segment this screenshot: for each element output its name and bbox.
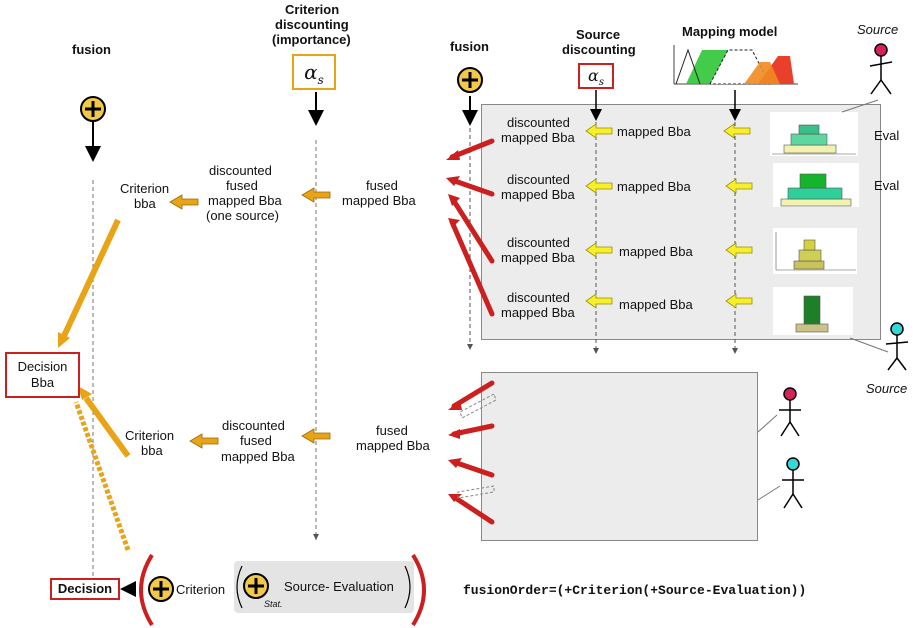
upper-criterion-bba-1: Criterion [120, 181, 170, 196]
lower-fused-mapped-2: mapped Bba [356, 438, 430, 453]
row1-discounted-2: mapped Bba [501, 130, 575, 145]
decision-bba-box: Decision Bba [5, 352, 80, 398]
fusion-order-text: fusionOrder=(+Criterion(+Source-Evaluati… [463, 583, 807, 598]
row4-discounted-1: discounted [507, 290, 570, 305]
fusion-right-plus-icon [457, 67, 483, 93]
upper-criterion-bba-2: bba [134, 196, 156, 211]
decision-label: Decision [57, 581, 113, 596]
row4-mapped: mapped Bba [619, 297, 693, 312]
lower-discounted-fused-1: discounted [222, 418, 285, 433]
fusion-left-plus-icon [80, 96, 106, 122]
upper-fused-mapped-1: fused [366, 178, 398, 193]
row3-discounted-1: discounted [507, 235, 570, 250]
fusion-right-label: fusion [450, 39, 489, 54]
formula-plus-icon-2 [243, 573, 269, 599]
source-discounting-line-2: discounting [562, 42, 636, 57]
row3-mapped: mapped Bba [619, 244, 693, 259]
eval-shape-4 [795, 295, 829, 333]
decision-bba-line-2: Bba [30, 375, 55, 390]
row4-discounted-2: mapped Bba [501, 305, 575, 320]
eval-shape-2 [780, 173, 852, 207]
row1-mapped: mapped Bba [617, 124, 691, 139]
upper-discounted-fused-1: discounted [209, 163, 272, 178]
source-label-right: Source [866, 381, 908, 396]
source-figure-lower-2 [782, 457, 804, 509]
row2-eval: Eval [874, 178, 900, 193]
mapping-model-chart [672, 45, 800, 85]
source-figure-lower-1 [779, 387, 801, 437]
criterion-discounting-line-1: Criterion [285, 2, 340, 17]
decision-box: Decision [50, 578, 120, 600]
formula-plus-icon-1 [148, 576, 174, 602]
source-figure-right [885, 322, 909, 371]
eval-shape-1 [772, 124, 856, 155]
source-discounting-line-1: Source [576, 27, 621, 42]
criterion-alpha-box: αs [292, 54, 336, 90]
criterion-discounting-line-3: (importance) [272, 32, 351, 47]
upper-discounted-fused-3: mapped Bba [208, 193, 282, 208]
lower-criterion-bba-1: Criterion [125, 428, 175, 443]
lower-fused-mapped-1: fused [376, 423, 408, 438]
formula-stat: Stat. [264, 599, 283, 609]
source-alpha-box: αs [578, 63, 614, 89]
eval-shape-3 [775, 232, 856, 271]
lower-criterion-bba-2: bba [141, 443, 163, 458]
formula-source-evaluation: Source- Evaluation [284, 579, 394, 594]
decision-bba-line-1: Decision [17, 359, 68, 374]
upper-fused-mapped-2: mapped Bba [342, 193, 416, 208]
source-figure-top [869, 43, 893, 95]
lower-sources-panel [481, 372, 758, 541]
upper-discounted-fused-2: fused [226, 178, 258, 193]
formula-criterion: Criterion [176, 582, 226, 597]
criterion-discounting-line-2: discounting [275, 17, 349, 32]
fusion-left-label: fusion [72, 42, 111, 57]
source-label-top: Source [857, 22, 899, 37]
lower-discounted-fused-3: mapped Bba [221, 449, 295, 464]
row1-discounted-1: discounted [507, 115, 570, 130]
row1-eval: Eval [874, 128, 900, 143]
row2-discounted-1: discounted [507, 172, 570, 187]
row2-mapped: mapped Bba [617, 179, 691, 194]
upper-discounted-fused-4: (one source) [206, 208, 279, 223]
mapping-model-label: Mapping model [682, 24, 778, 39]
row3-discounted-2: mapped Bba [501, 250, 575, 265]
row2-discounted-2: mapped Bba [501, 187, 575, 202]
lower-discounted-fused-2: fused [240, 433, 272, 448]
